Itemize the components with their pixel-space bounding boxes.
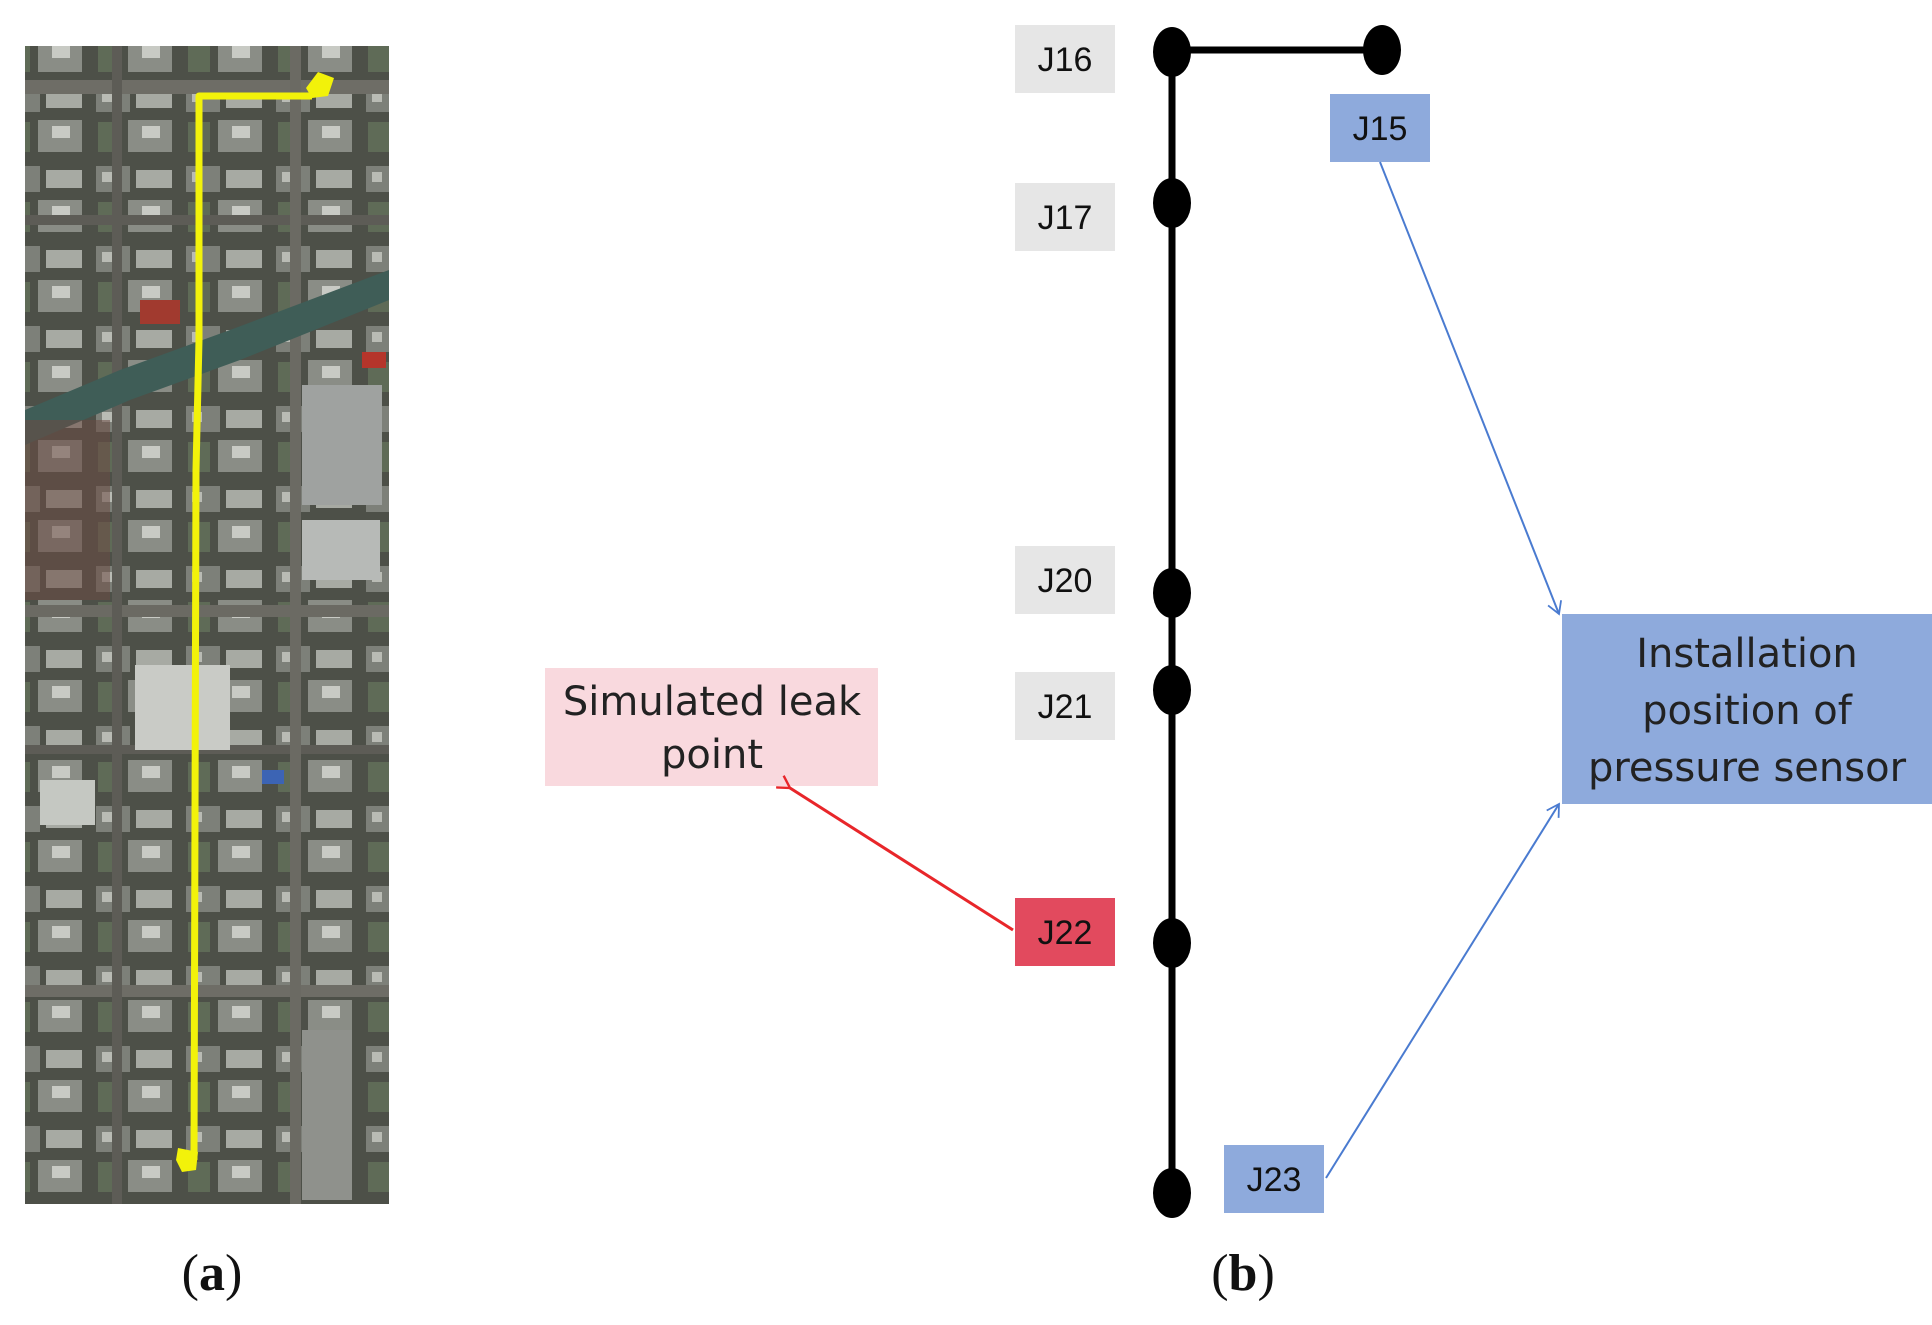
leak-callout-box: Simulated leak point [545, 668, 878, 786]
svg-text:J23: J23 [1247, 1161, 1302, 1199]
label-J23: J23 [1224, 1145, 1324, 1213]
label-J22: J22 [1015, 898, 1115, 966]
junction-J16 [1153, 27, 1191, 77]
junction-J20 [1153, 568, 1191, 618]
satellite-map [25, 46, 389, 1204]
label-J20: J20 [1015, 546, 1115, 614]
svg-text:point: point [661, 732, 763, 778]
junction-J17 [1153, 178, 1191, 228]
junction-J15 [1363, 25, 1401, 75]
svg-text:J22: J22 [1038, 914, 1093, 952]
start-pin-icon [306, 72, 334, 98]
sensor-arrow-J23 [1325, 802, 1560, 1179]
svg-text:Simulated leak: Simulated leak [563, 679, 862, 725]
label-J21: J21 [1015, 672, 1115, 740]
label-J16: J16 [1015, 25, 1115, 93]
svg-text:J16: J16 [1038, 41, 1093, 79]
junction-J21 [1153, 665, 1191, 715]
label-J17: J17 [1015, 183, 1115, 251]
panel-b-label: (b) [1211, 1245, 1275, 1302]
junction-J22 [1153, 918, 1191, 968]
leak-arrow [790, 788, 1014, 932]
svg-text:J20: J20 [1038, 562, 1093, 600]
svg-text:Installation: Installation [1636, 631, 1858, 677]
sensor-callout-box: Installation position of pressure sensor [1562, 614, 1932, 804]
svg-text:J21: J21 [1038, 688, 1093, 726]
label-J15: J15 [1330, 94, 1430, 162]
pipeline-route [190, 92, 312, 1161]
svg-text:position of: position of [1642, 688, 1853, 734]
pipeline-schematic: J16 J15 J17 J20 J21 J22 J23 Simulated [545, 25, 1932, 1218]
svg-text:J15: J15 [1353, 110, 1408, 148]
svg-text:J17: J17 [1038, 199, 1093, 237]
sensor-arrow-J15 [1379, 161, 1562, 616]
panel-a-label: (a) [182, 1245, 243, 1302]
end-pin-icon [176, 1148, 198, 1172]
junction-J23 [1153, 1168, 1191, 1218]
svg-text:pressure sensor: pressure sensor [1588, 745, 1907, 791]
